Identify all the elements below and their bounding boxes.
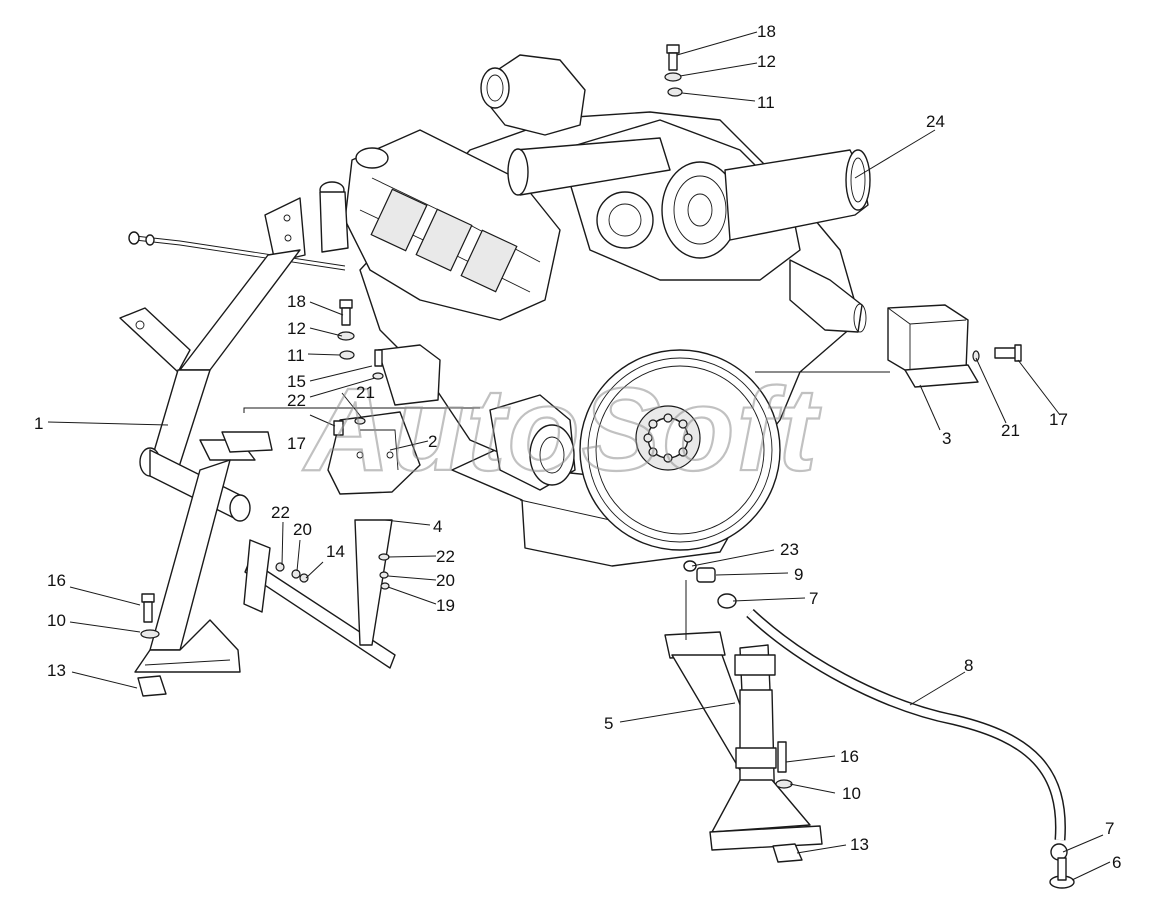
callout-1: 1	[34, 414, 43, 433]
callout-21-right: 21	[1001, 421, 1020, 440]
callout-17-left: 17	[287, 434, 306, 453]
flywheel-bolts	[643, 413, 693, 463]
callout-20-b: 20	[293, 520, 312, 539]
callout-13-left: 13	[47, 661, 66, 680]
callout-20-a: 20	[436, 571, 455, 590]
callout-18-top: 18	[757, 22, 776, 41]
hose-8	[746, 608, 1066, 841]
watermark-text: AutoSoft	[302, 364, 822, 496]
callout-10-right: 10	[842, 784, 861, 803]
bracket-2	[327, 344, 441, 495]
callout-12-left: 12	[287, 319, 306, 338]
callout-11-top: 11	[757, 93, 775, 112]
callout-7-top: 7	[809, 589, 818, 608]
front-support-1	[119, 197, 306, 673]
callout-21-left: 21	[356, 383, 375, 402]
callout-22-b: 22	[436, 547, 455, 566]
rail-4	[243, 519, 396, 669]
bracket-3	[887, 304, 979, 388]
callout-15: 15	[287, 372, 306, 391]
callout-16-right: 16	[840, 747, 859, 766]
callout-10-left: 10	[47, 611, 66, 630]
callout-16-left: 16	[47, 571, 66, 590]
leader-lines	[47, 31, 1111, 881]
callout-13-right: 13	[850, 835, 869, 854]
callout-labels: 18 12 11 24 18 12 11 15 22 21 1 17 2 3 2…	[34, 22, 1121, 872]
callout-8: 8	[964, 656, 973, 675]
callout-2: 2	[428, 432, 437, 451]
callout-9: 9	[794, 565, 803, 584]
callout-23: 23	[780, 540, 799, 559]
callout-18-left: 18	[287, 292, 306, 311]
callout-3: 3	[942, 429, 951, 448]
callout-7-bottom: 7	[1105, 819, 1114, 838]
callout-24: 24	[926, 112, 945, 131]
fasteners	[137, 44, 1022, 863]
callout-5: 5	[604, 714, 613, 733]
callout-19: 19	[436, 596, 455, 615]
callout-12-top: 12	[757, 52, 776, 71]
engine-assembly	[128, 54, 871, 567]
callout-17-right: 17	[1049, 410, 1068, 429]
callout-4: 4	[433, 517, 442, 536]
callout-22-c: 22	[271, 503, 290, 522]
callout-22-a: 22	[287, 391, 306, 410]
callout-6: 6	[1112, 853, 1121, 872]
rear-support-5	[664, 631, 823, 851]
callout-11-left: 11	[287, 346, 305, 365]
callout-14: 14	[326, 542, 345, 561]
